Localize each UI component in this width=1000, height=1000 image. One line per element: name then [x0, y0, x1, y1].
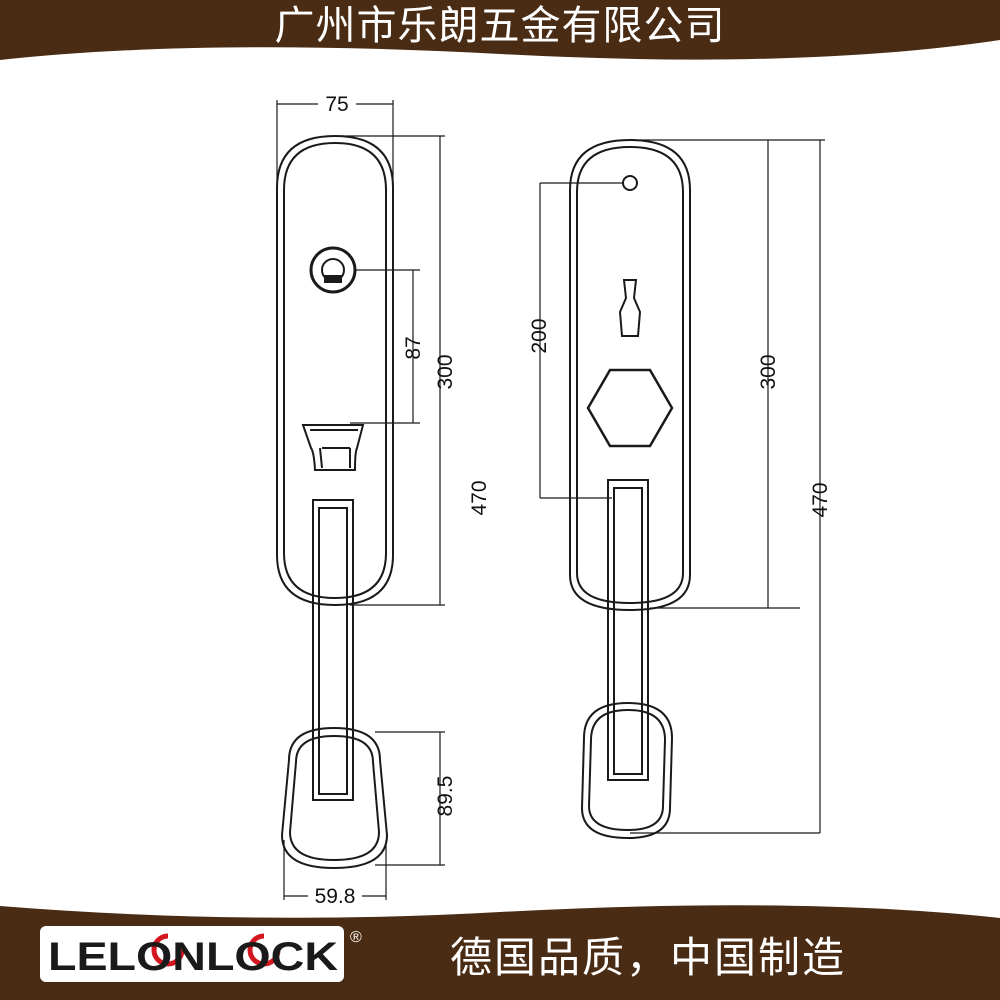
thumb-piece-detail — [310, 429, 358, 469]
dim-left-plate-height: 300 — [434, 354, 457, 389]
right-view — [569, 138, 691, 840]
left-dimension-labels: 75 87 300 470 89.5 59.8 — [315, 93, 491, 908]
lelonlock-logo: LELONLOCK ® — [40, 926, 362, 982]
left-dimension-lines — [276, 100, 445, 900]
dim-top-width: 75 — [325, 93, 348, 116]
left-handle-inner — [318, 507, 348, 795]
company-name: 广州市乐朗五金有限公司 — [274, 3, 726, 49]
dim-hole-to-handle: 200 — [528, 318, 551, 353]
right-grip-inner — [587, 708, 667, 832]
logo-plate — [40, 926, 344, 982]
turn-piece — [618, 279, 642, 337]
dim-left-total-height: 470 — [468, 480, 491, 515]
dim-grip-height: 89.5 — [434, 776, 457, 817]
keyway — [324, 275, 342, 283]
registered-mark: ® — [350, 929, 362, 946]
right-dimension-lines — [539, 139, 825, 834]
right-handle-inner — [613, 487, 643, 775]
left-plate-inner — [283, 141, 387, 600]
right-plate-outer — [569, 138, 691, 612]
right-handle-outer — [607, 479, 649, 781]
logo-swoosh-1 — [151, 933, 185, 967]
right-plate-inner — [576, 145, 684, 605]
left-grip-outer — [280, 726, 389, 870]
dim-keyhole-to-thumb: 87 — [402, 336, 425, 359]
left-view — [276, 134, 394, 870]
logo-swoosh-2 — [247, 933, 281, 967]
slogan: 德国品质，中国制造 — [450, 933, 847, 982]
left-plate-outer — [276, 134, 394, 607]
right-grip-outer — [580, 701, 674, 840]
left-handle-outer — [312, 499, 354, 801]
left-grip-inner — [288, 734, 381, 862]
paper-background — [0, 40, 1000, 918]
hex-rosette — [586, 368, 674, 448]
right-dimension-labels: 200 300 470 — [528, 318, 832, 517]
thumb-piece — [301, 424, 365, 471]
dim-right-plate-height: 300 — [757, 354, 780, 389]
dim-grip-width: 59.8 — [315, 885, 356, 908]
dim-right-total-height: 470 — [809, 482, 832, 517]
logo-text: LELONLOCK — [48, 935, 338, 979]
